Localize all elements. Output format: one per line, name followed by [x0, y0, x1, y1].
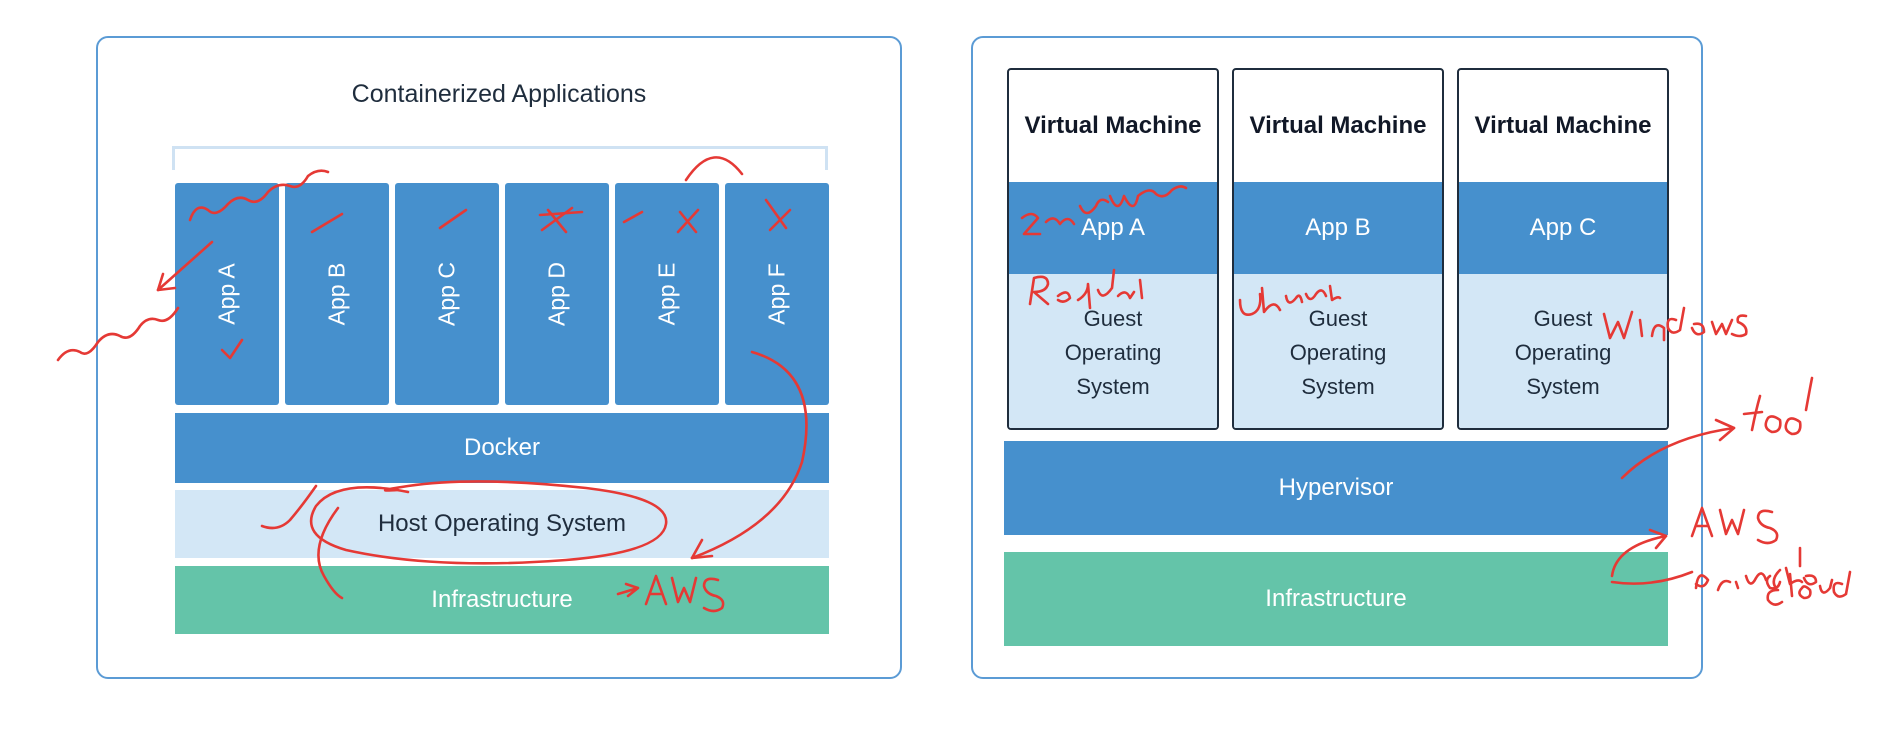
virtual-machine-b: Virtual Machine App B Guest Operating Sy…: [1232, 68, 1444, 430]
vm-app-layer: App A: [1009, 182, 1217, 274]
app-column-c: App C: [395, 183, 499, 405]
ink-stroke: [1772, 546, 1802, 590]
ink-stroke: [1714, 418, 1736, 442]
docker-layer: Docker: [175, 413, 829, 483]
ink-stroke: [1766, 570, 1852, 606]
guest-os-layer: Guest Operating System: [1459, 274, 1667, 428]
app-label: App E: [653, 262, 680, 326]
vm-title: Virtual Machine: [1474, 112, 1652, 139]
guest-os-layer: Guest Operating System: [1234, 274, 1442, 428]
vm-title: Virtual Machine: [1024, 112, 1202, 139]
app-label: App D: [543, 262, 570, 326]
guest-os-layer: Guest Operating System: [1009, 274, 1217, 428]
vm-title: Virtual Machine: [1249, 112, 1427, 139]
vm-app-layer: App C: [1459, 182, 1667, 274]
app-column-d: App D: [505, 183, 609, 405]
app-label: App C: [433, 262, 460, 326]
ink-stroke: [1690, 506, 1779, 545]
vm-app-layer: App B: [1234, 182, 1442, 274]
hypervisor-layer: Hypervisor: [1004, 441, 1668, 535]
infrastructure-layer-right: Infrastructure: [1004, 552, 1668, 646]
app-label: App A: [213, 263, 240, 325]
app-label: App F: [763, 263, 790, 325]
virtual-machine-a: Virtual Machine App A Guest Operating Sy…: [1007, 68, 1219, 430]
ink-stroke: [1742, 376, 1814, 436]
virtual-machine-c: Virtual Machine App C Guest Operating Sy…: [1457, 68, 1669, 430]
app-label: App B: [323, 262, 350, 326]
ink-stroke: [1694, 566, 1818, 592]
host-os-layer: Host Operating System: [175, 490, 829, 558]
app-column-b: App B: [285, 183, 389, 405]
containers-title: Containerized Applications: [351, 80, 647, 108]
app-column-a: App A: [175, 183, 279, 405]
app-column-e: App E: [615, 183, 719, 405]
app-column-f: App F: [725, 183, 829, 405]
infrastructure-layer-left: Infrastructure: [175, 566, 829, 634]
apps-bracket: [172, 146, 828, 170]
